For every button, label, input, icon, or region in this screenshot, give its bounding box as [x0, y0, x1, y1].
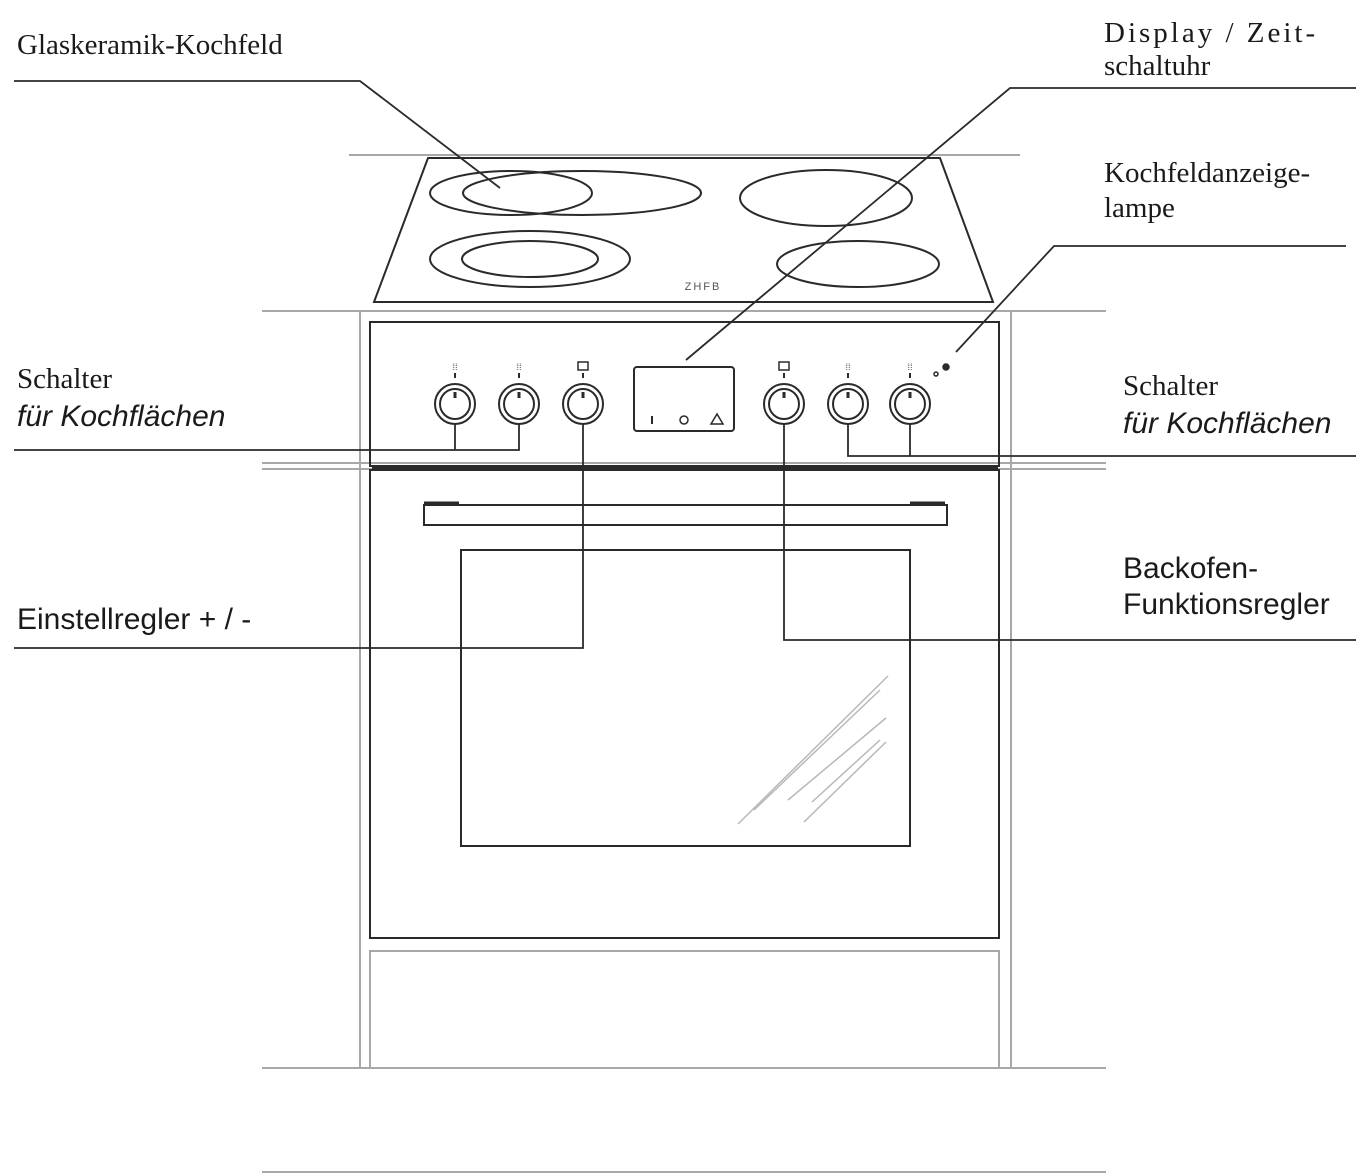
- oven-window: [460, 549, 911, 847]
- cooking-zone-front-right: [739, 169, 913, 227]
- label-lamp-line1: Kochfeldanzeige-: [1104, 157, 1311, 189]
- leader-hob: [14, 80, 501, 189]
- label-indicator-lamp: Kochfeldanzeige- lampe: [1104, 156, 1310, 226]
- cooking-zone-rear-left-inner: [461, 240, 599, 278]
- oven-handle: [423, 504, 948, 526]
- storage-drawer: [369, 950, 1000, 1069]
- label-switch-right-line1: Schalter: [1123, 370, 1219, 402]
- knob-hob-4[interactable]: ⁞⁞: [889, 362, 931, 425]
- hob-brand-mark: ZHFB: [685, 281, 722, 293]
- label-switch-right: Schalter für Kochflächen: [1123, 369, 1331, 442]
- svg-text:⁞⁞: ⁞⁞: [907, 362, 912, 372]
- label-display-timer: Display / Zeit- schaltuhr: [1104, 16, 1318, 84]
- label-display-line2: schaltuhr: [1104, 49, 1211, 82]
- label-display-line1: Display / Zeit-: [1104, 17, 1319, 49]
- leader-switch-left: [14, 424, 520, 451]
- knob-oven-function[interactable]: [763, 361, 805, 425]
- leader-knob: [14, 424, 584, 649]
- svg-text:⁞⁞: ⁞⁞: [516, 362, 521, 372]
- knob-hob-2[interactable]: ⁞⁞: [498, 362, 540, 425]
- glass-reflection: [737, 675, 889, 825]
- oven-door: [369, 469, 1000, 939]
- cabinet-lines: [262, 154, 1106, 1173]
- label-lamp-line2: lampe: [1104, 191, 1175, 224]
- label-oven-line2: Funktionsregler: [1123, 588, 1330, 621]
- label-oven-function: Backofen- Funktionsregler: [1123, 551, 1330, 623]
- label-glass-ceramic-hob: Glaskeramik-Kochfeld: [17, 29, 283, 61]
- display-timer[interactable]: [633, 366, 735, 432]
- label-switch-left: Schalter für Kochflächen: [17, 362, 225, 435]
- knob-hob-3[interactable]: ⁞⁞: [827, 362, 869, 425]
- label-oven-line1: Backofen-: [1123, 552, 1259, 585]
- label-setting-knob: Einstellregler + / -: [17, 603, 252, 636]
- knob-hob-1[interactable]: ⁞⁞: [434, 362, 476, 425]
- svg-text:⁞⁞: ⁞⁞: [845, 362, 850, 372]
- leader-display: [685, 87, 1356, 361]
- leader-switch-right: [847, 424, 1356, 457]
- leader-lines: [14, 80, 1356, 649]
- svg-text:⁞⁞: ⁞⁞: [452, 362, 457, 372]
- cooking-zone-rear-right: [776, 240, 940, 288]
- label-switch-left-line1: Schalter: [17, 363, 113, 395]
- leader-oven-function: [783, 424, 1356, 641]
- cooking-zone-front-left: [429, 170, 593, 216]
- label-switch-right-line2: für Kochflächen: [1123, 406, 1332, 440]
- control-panel: [369, 321, 1000, 469]
- cooking-zone-rear-left-outer: [429, 230, 631, 288]
- label-switch-left-line2: für Kochflächen: [17, 399, 226, 433]
- leader-lamp: [955, 245, 1346, 353]
- cooking-zone-front-left-extension: [462, 170, 702, 216]
- glass-ceramic-hob: [372, 157, 995, 303]
- hob-indicator-lamp: [933, 363, 950, 377]
- knob-setting-plus-minus[interactable]: [562, 361, 604, 425]
